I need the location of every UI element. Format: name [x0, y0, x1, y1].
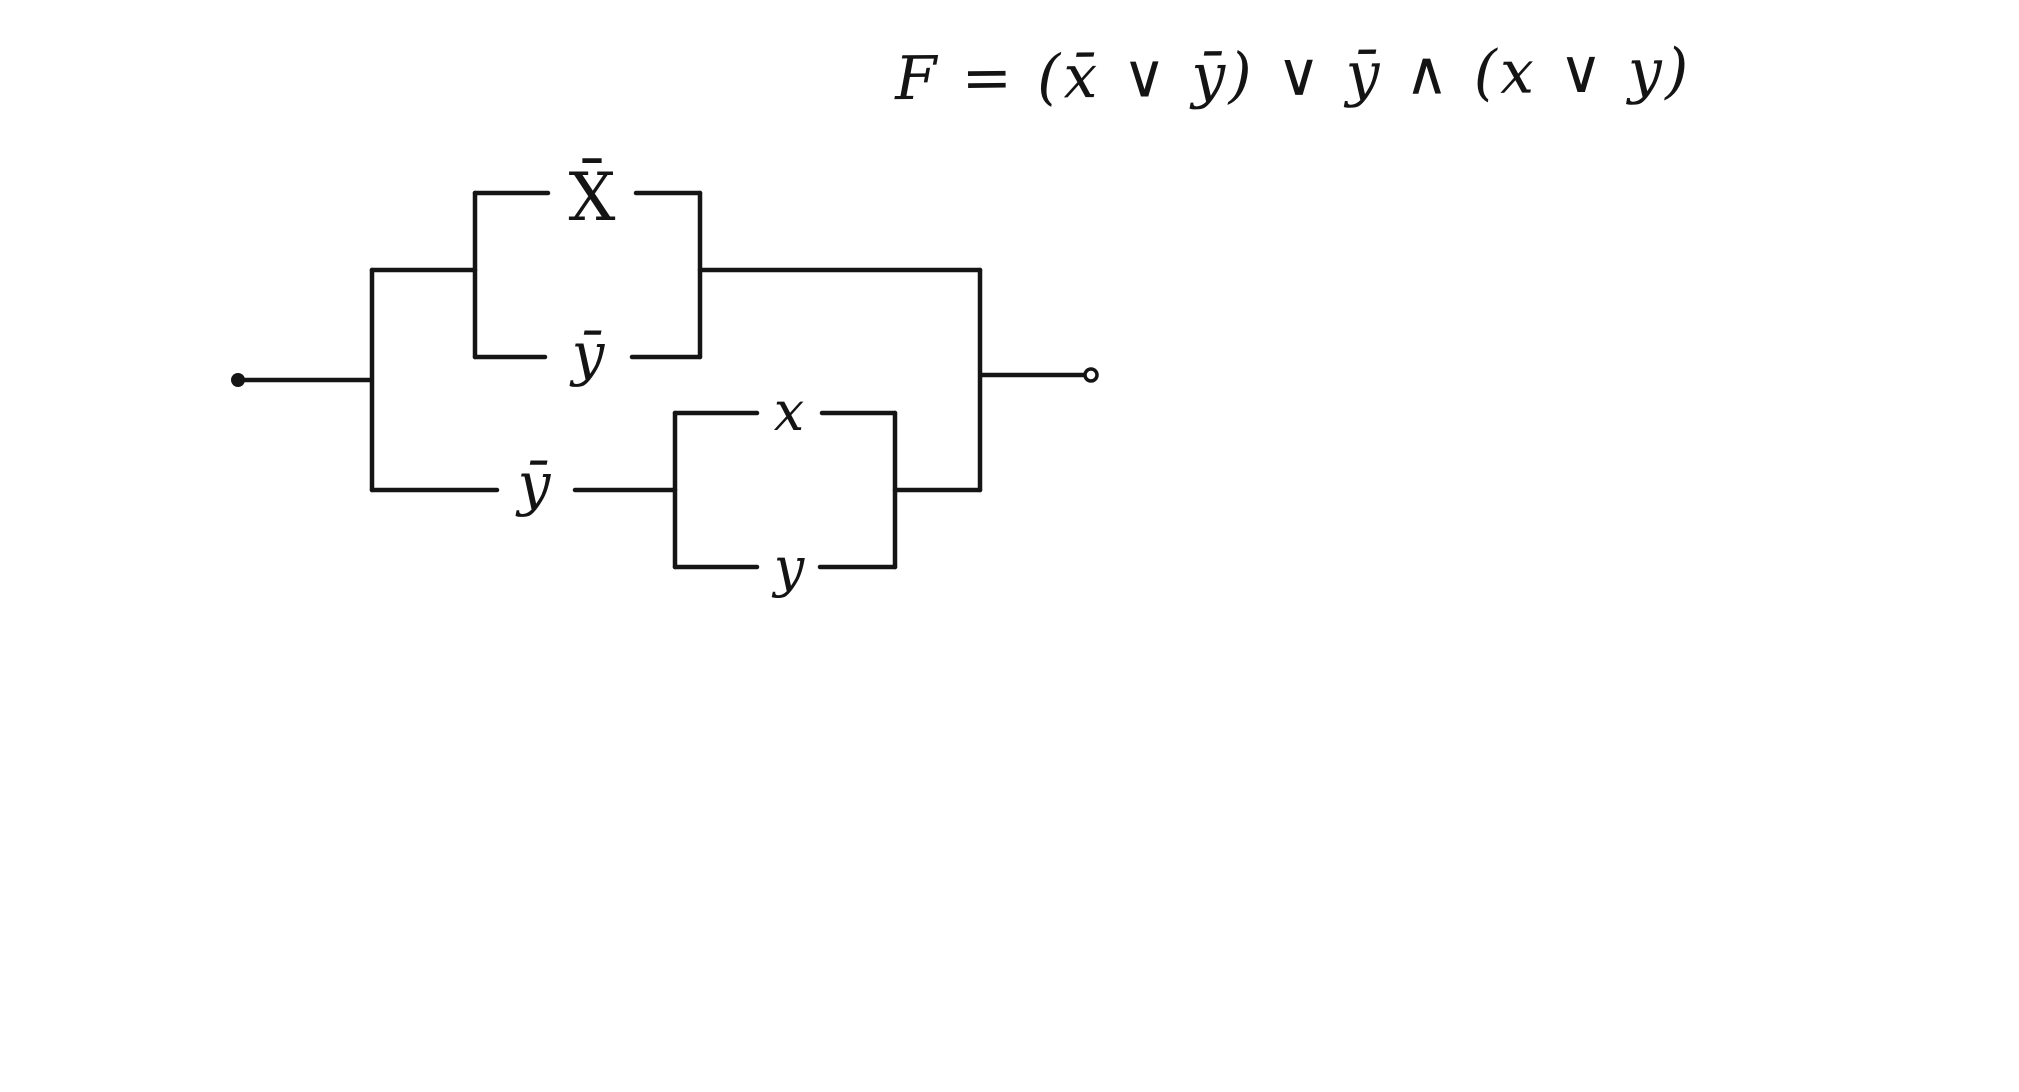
output-junction-wires: [977, 267, 1087, 493]
contact-label-x: x: [774, 380, 804, 443]
lower-branch: ȳ x y: [369, 380, 983, 599]
upper-parallel-group: X̄ ȳ: [472, 159, 703, 388]
input-wire: [242, 267, 375, 493]
input-terminal-dot: [231, 373, 245, 387]
output-terminal-dot: [1083, 367, 1099, 383]
lower-parallel-group: x y: [672, 380, 898, 599]
contact-label-y: y: [772, 536, 806, 599]
contact-label-y-bar-upper: ȳ: [569, 320, 606, 388]
upper-group-vertical-wires: [472, 190, 703, 360]
contact-label-y-bar-series: ȳ: [515, 450, 552, 518]
contact-label-x-bar: X̄: [569, 159, 616, 236]
